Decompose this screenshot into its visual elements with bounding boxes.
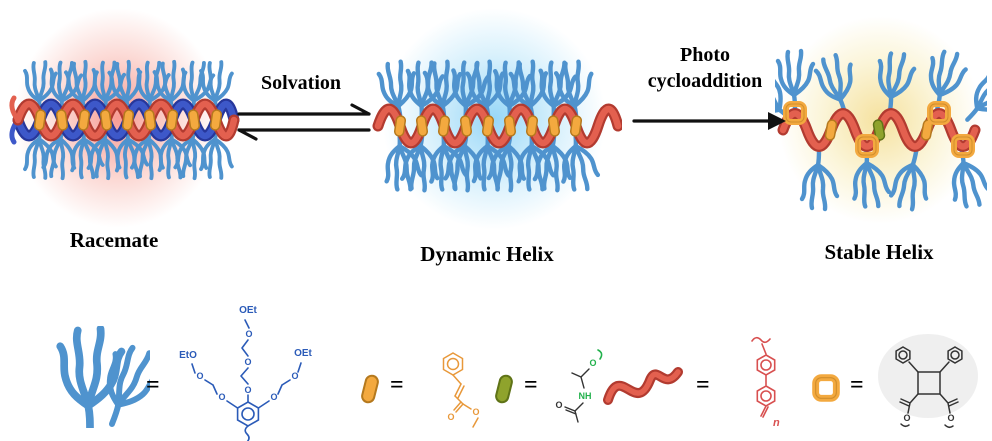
racemate-linkers	[33, 108, 223, 132]
oxygen-atom-label: O	[589, 358, 596, 368]
eto-left-label: EtO	[179, 350, 197, 361]
oxygen-atom-label: O	[218, 392, 225, 402]
oxygen-atom-label: O	[244, 385, 251, 395]
stable-helix-illustration	[775, 12, 987, 240]
side-chain-structure: O O O O O O O OEt EtO OEt	[179, 305, 313, 441]
dynamic-linkers	[393, 114, 583, 138]
photo-cycloaddition-label: Photo cycloaddition	[619, 42, 791, 94]
oet-top-label: OEt	[239, 305, 257, 316]
equals-sign-5: =	[850, 372, 864, 398]
oxygen-atom-label: O	[555, 400, 562, 410]
forward-arrow	[632, 112, 786, 130]
equals-sign-3: =	[524, 372, 538, 398]
forward-arrow-head	[768, 112, 786, 130]
oxygen-atom-label: O	[270, 392, 277, 402]
nh-group-label: NH	[579, 391, 592, 401]
oxygen-atom-label: O	[447, 412, 454, 422]
equals-sign-4: =	[696, 372, 710, 398]
oxygen-atom-label: O	[947, 413, 954, 423]
cinnamate-structure: O O	[442, 352, 480, 428]
oet-right-label: OEt	[294, 348, 312, 359]
structure-halo	[878, 334, 978, 418]
oxygen-atom-label: O	[244, 357, 251, 367]
dynamic-helix-illustration	[372, 8, 622, 238]
photo-cycloaddition-line1: Photo	[680, 44, 730, 66]
cyclobutane-symbol	[806, 368, 846, 408]
oxygen-atom-label: O	[196, 371, 203, 381]
green-capsule-symbol	[493, 373, 515, 405]
racemate-label: Racemate	[69, 228, 159, 252]
equals-sign-2: =	[390, 372, 404, 398]
oxygen-atom-label: O	[245, 329, 252, 339]
oxygen-atom-label: O	[903, 413, 910, 423]
dynamic-helix-strand	[372, 103, 622, 149]
orange-capsule-symbol	[359, 373, 381, 405]
backbone-symbol	[603, 367, 683, 405]
oxygen-atom-label: O	[291, 371, 298, 381]
equilibrium-arrow-right	[237, 103, 371, 116]
equals-sign-1: =	[146, 372, 160, 398]
photo-cycloaddition-line2: cycloaddition	[647, 70, 763, 92]
stable-linkers	[824, 118, 934, 142]
dynamic-helix-label: Dynamic Helix	[420, 242, 554, 266]
cyclobutane-structure: O O	[878, 334, 978, 429]
equilibrium-arrows	[237, 103, 371, 141]
repeat-unit-subscript: n	[773, 417, 780, 429]
oxygen-atom-label: O	[472, 407, 479, 417]
amide-structure: O NH O	[555, 349, 603, 423]
side-chain-symbol	[28, 326, 150, 428]
backbone-structure: n	[751, 336, 780, 429]
solvation-label: Solvation	[260, 72, 342, 94]
racemate-illustration	[9, 58, 240, 182]
stable-helix-label: Stable Helix	[824, 240, 934, 264]
equilibrium-arrow-left	[237, 128, 371, 141]
